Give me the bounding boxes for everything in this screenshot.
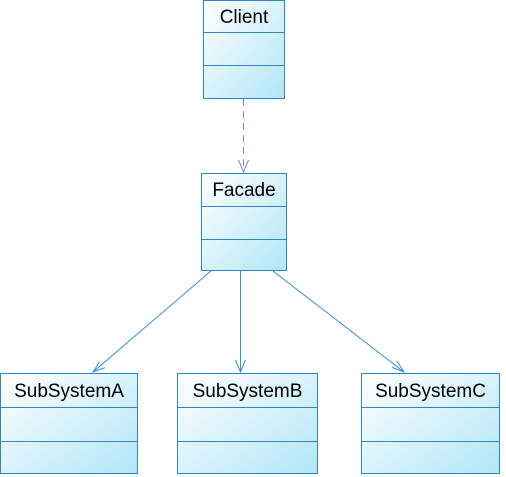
association-line: [272, 270, 405, 373]
class-name-client: Client: [220, 7, 269, 28]
dependency-client-facade[interactable]: [238, 99, 249, 174]
dependency-arrowhead: [238, 159, 249, 174]
association-facade-subsystem-c[interactable]: [272, 270, 406, 374]
class-box-subsystem-c-frame: [361, 373, 500, 474]
class-box-subsystem-b-frame: [177, 373, 318, 474]
class-name-subsystem-b: SubSystemB: [193, 381, 303, 402]
class-box-client-frame: [203, 0, 285, 99]
class-name-facade: Facade: [212, 180, 275, 201]
association-facade-subsystem-a[interactable]: [91, 270, 212, 373]
class-box-facade[interactable]: Facade: [201, 173, 287, 271]
association-facade-subsystem-b[interactable]: [235, 271, 246, 374]
association-arrowhead: [391, 360, 406, 374]
class-name-subsystem-c: SubSystemC: [375, 381, 486, 402]
class-box-subsystem-a-frame: [0, 373, 138, 474]
class-box-subsystem-b[interactable]: SubSystemB: [177, 373, 318, 474]
class-box-subsystem-c[interactable]: SubSystemC: [361, 373, 500, 474]
association-line: [92, 270, 212, 373]
class-box-subsystem-a[interactable]: SubSystemA: [0, 373, 138, 474]
class-name-subsystem-a: SubSystemA: [14, 381, 124, 402]
class-box-facade-frame: [201, 173, 287, 271]
association-arrowhead: [235, 359, 246, 374]
association-arrowhead: [91, 361, 105, 373]
class-box-client[interactable]: Client: [203, 0, 285, 99]
